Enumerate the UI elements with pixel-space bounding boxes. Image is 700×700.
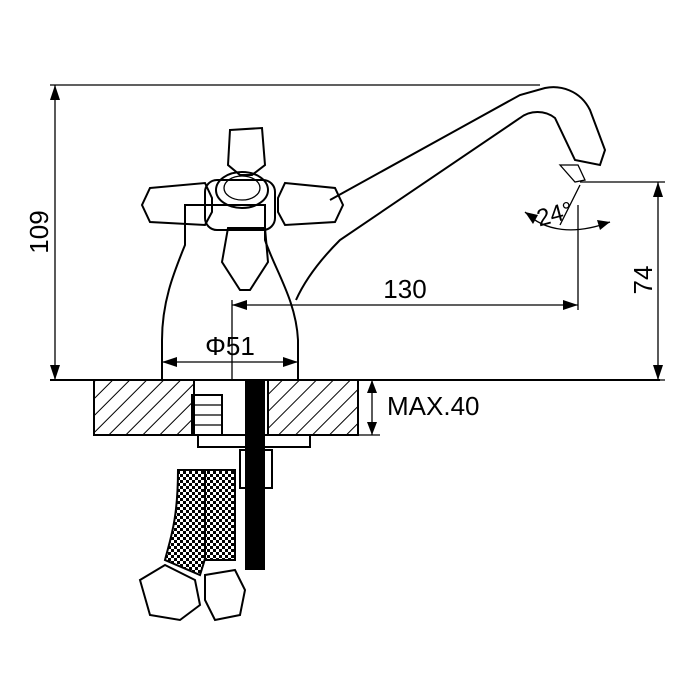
faucet-body (140, 86, 607, 380)
dimension-reach: 130 (232, 205, 579, 310)
countertop-section (50, 379, 660, 436)
dimension-label-spout-height: 74 (628, 266, 658, 295)
dimension-spout-height: 74 (578, 181, 665, 381)
dimension-total-height: 109 (24, 84, 540, 380)
dimension-label-aerator-angle: 24° (534, 197, 576, 232)
dimension-base-diameter: Φ51 (162, 300, 298, 380)
dimension-label-max-counter-thickness: MAX.40 (387, 391, 480, 421)
underside-fittings (138, 380, 311, 622)
dimension-label-base-diameter: Φ51 (205, 331, 255, 361)
dimension-label-total-height: 109 (24, 210, 54, 253)
dimension-label-reach: 130 (383, 274, 426, 304)
dimension-max-counter-thickness: MAX.40 (358, 380, 480, 436)
dimension-aerator-angle: 24° (524, 184, 611, 232)
cross-handle (140, 126, 345, 291)
